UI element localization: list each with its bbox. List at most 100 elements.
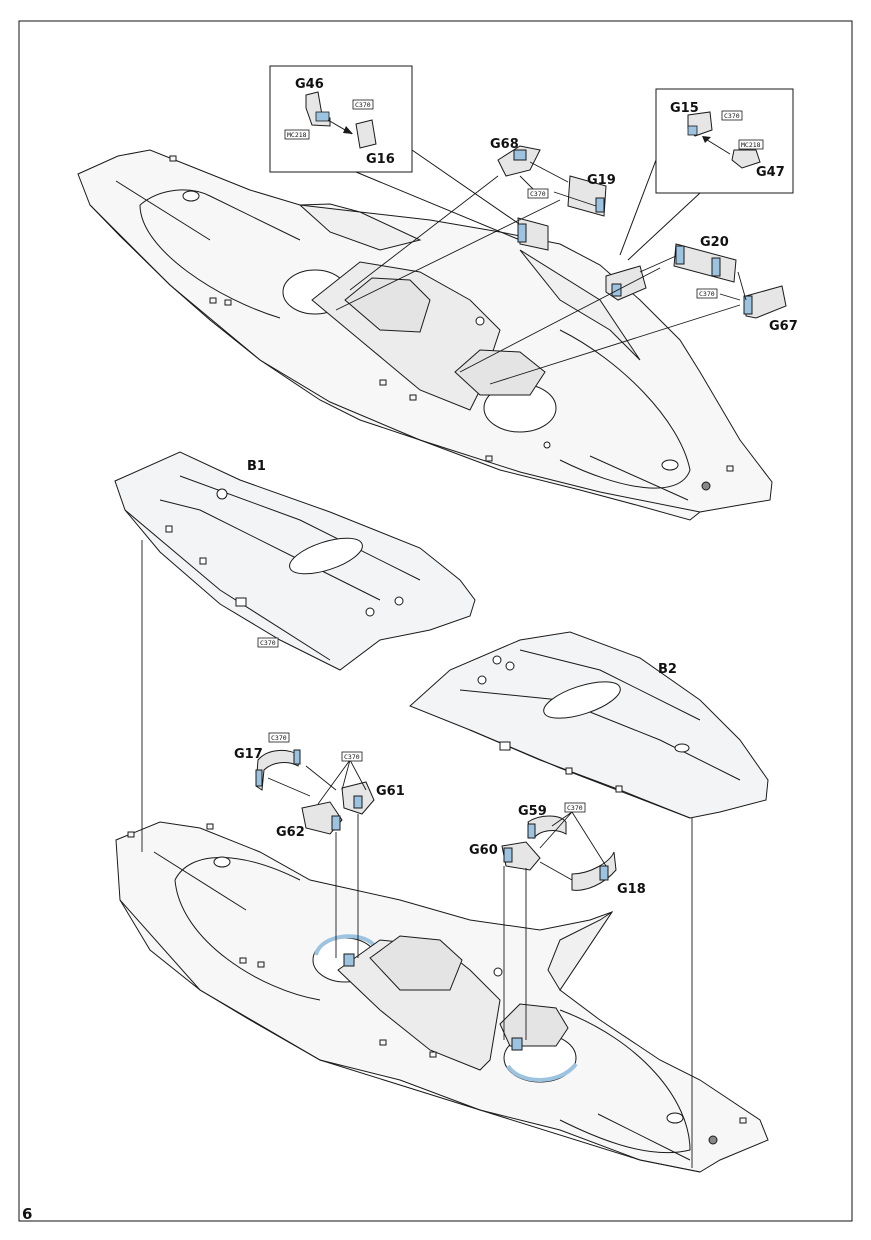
- part-icon: [675, 245, 685, 265]
- part-label-g47: G47: [756, 165, 785, 180]
- top-hole: [475, 316, 485, 326]
- mark-tag-text: C370: [344, 753, 360, 761]
- top-hole: [701, 481, 711, 491]
- mark-tag: [696, 288, 718, 299]
- top-flap-right: [519, 249, 641, 361]
- arrow-icon: [539, 861, 573, 881]
- part-icon: [511, 1037, 523, 1051]
- b2-radiator: [543, 681, 621, 719]
- callout-frame: [655, 88, 794, 194]
- arrow-icon: [349, 175, 499, 291]
- mark-tag: [284, 129, 310, 140]
- mark-tag: [341, 751, 363, 762]
- part-label-g17: G17: [234, 747, 263, 762]
- part-label-g67: G67: [769, 319, 798, 334]
- top-tab: [209, 297, 217, 304]
- top-radiator-right: [454, 349, 546, 396]
- mark-tag: [721, 110, 743, 121]
- bottom-flap-right: [547, 911, 613, 991]
- part-label-g16: G16: [366, 152, 395, 167]
- bottom-well-insert-right: [506, 1062, 578, 1082]
- b1-hole: [216, 488, 228, 500]
- arrow-icon: [335, 199, 561, 311]
- mark-tag: [527, 188, 549, 199]
- top-tab: [726, 465, 734, 472]
- b1-leading-edge: [124, 509, 331, 661]
- top-step-leaders: [335, 161, 747, 385]
- top-wing-spar: [115, 180, 211, 241]
- b2-tab: [499, 741, 511, 751]
- part-label-g19: G19: [587, 173, 616, 188]
- part-icon: [687, 125, 698, 136]
- b2-hole: [477, 675, 487, 685]
- bottom-radiator-right: [499, 1003, 569, 1047]
- b2-hole: [492, 655, 502, 665]
- bottom-tab: [239, 957, 247, 964]
- top-tab: [224, 299, 232, 306]
- bottom-tab: [429, 1051, 437, 1058]
- top-wing-ellipse-left-lower: [139, 204, 281, 319]
- part-icon: [293, 749, 301, 765]
- mark-tag-text: C370: [271, 734, 287, 742]
- part-icon: [355, 119, 377, 149]
- top-wing-ellipse-right: [559, 329, 691, 489]
- callout-frame: [269, 65, 413, 173]
- mark-tag: [352, 99, 374, 110]
- b1-hole: [394, 596, 404, 606]
- mark-tag-text: C370: [724, 112, 740, 120]
- arrow-icon: [489, 304, 741, 385]
- top-hole: [661, 459, 679, 471]
- page-frame: [18, 20, 853, 1222]
- mark-tag-text: MC218: [741, 141, 761, 149]
- bottom-hole: [708, 1135, 718, 1145]
- part-icon: [595, 197, 605, 213]
- b1-tab: [235, 597, 247, 607]
- part-icon: [315, 111, 330, 122]
- b2-tab: [565, 767, 573, 775]
- wing-panel-b2: [409, 631, 769, 819]
- leader: [719, 293, 741, 301]
- bottom-wing-spar: [153, 851, 247, 911]
- leader: [317, 759, 367, 805]
- b1-hole: [365, 607, 375, 617]
- b2-panel-line: [459, 649, 741, 781]
- bottom-tab: [206, 823, 214, 830]
- part-icon: [571, 851, 617, 891]
- mark-tag-text: C370: [567, 804, 583, 812]
- part-icon: [611, 283, 622, 297]
- top-lower-wing: [77, 149, 773, 521]
- page-number: 6: [22, 1205, 32, 1223]
- part-icon: [503, 847, 513, 863]
- arrow-icon: [343, 126, 353, 134]
- part-label-g62: G62: [276, 825, 305, 840]
- bottom-radiator-left: [369, 935, 463, 991]
- bottom-wing-spar-right: [597, 1113, 691, 1161]
- top-flap-left: [298, 204, 422, 251]
- callout-pointer: [619, 159, 701, 261]
- part-icon: [527, 815, 567, 840]
- part-icon: [343, 953, 355, 967]
- arrow-icon: [305, 765, 337, 791]
- mark-tag: [738, 139, 764, 150]
- top-hole: [182, 190, 200, 202]
- part-label-g68: G68: [490, 137, 519, 152]
- mark-tag: [564, 802, 586, 813]
- bottom-tab: [739, 1117, 747, 1124]
- part-label-g60: G60: [469, 843, 498, 858]
- top-step-parts: [497, 145, 787, 319]
- wing-label-b1: B1: [247, 459, 266, 474]
- part-icon: [255, 769, 263, 787]
- part-icon: [517, 223, 527, 243]
- callout-pointer: [355, 149, 526, 241]
- part-icon: [743, 295, 753, 315]
- leader: [539, 811, 607, 867]
- part-icon: [731, 149, 761, 169]
- part-icon: [513, 149, 527, 161]
- arrow-icon: [737, 271, 747, 301]
- top-tab: [379, 379, 387, 386]
- part-icon: [599, 865, 609, 881]
- top-hole: [543, 441, 551, 449]
- b2-hole: [505, 661, 515, 671]
- top-tab: [169, 155, 177, 162]
